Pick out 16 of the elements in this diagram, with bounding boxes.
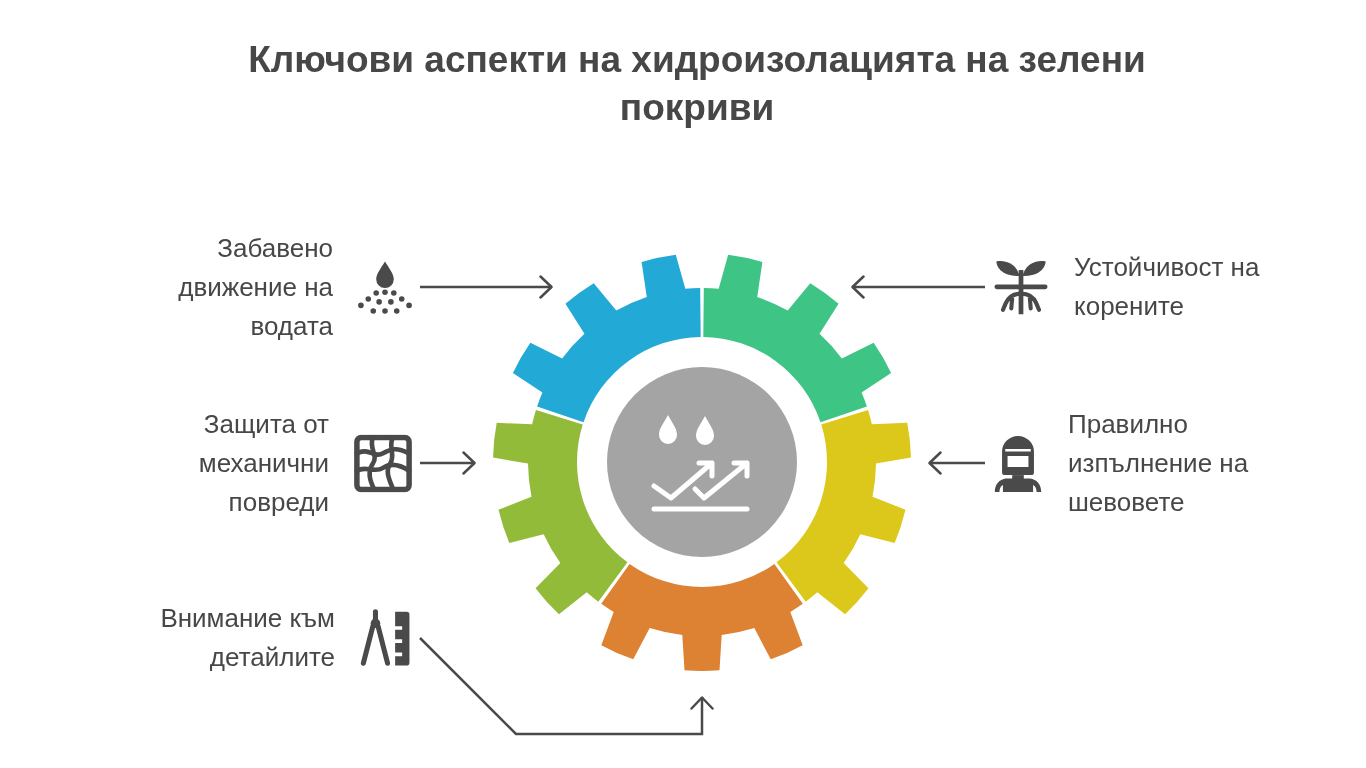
aspect-label: Забавено движение на водата — [177, 231, 333, 343]
aspect-label: Защита от механични повреди — [197, 407, 329, 519]
gear-segment — [776, 409, 911, 615]
arrow — [928, 451, 985, 475]
gear-segment — [512, 254, 701, 423]
arrow — [419, 637, 714, 736]
gear-segment — [601, 563, 803, 671]
gear-segment — [703, 254, 892, 423]
arrow — [851, 275, 985, 299]
title: Ключови аспекти на хидроизолацията на зелени покриви — [247, 38, 1147, 130]
gear-segment — [493, 409, 628, 615]
aspect-label: Устойчивост на корените — [1074, 251, 1261, 323]
aspect-label: Правилно изпълнение на шевовете — [1068, 407, 1250, 519]
arrow — [420, 451, 476, 475]
arrow — [420, 275, 553, 299]
aspect-label: Внимание към детайлите — [159, 602, 335, 674]
